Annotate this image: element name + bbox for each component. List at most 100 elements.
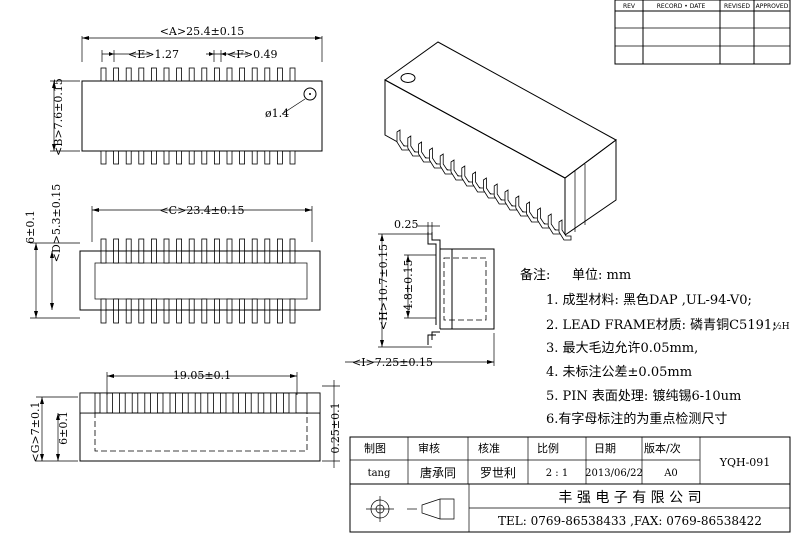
pin xyxy=(251,238,258,252)
hole-diameter-label: ø1.4 xyxy=(265,107,289,120)
pin xyxy=(150,309,157,324)
pin xyxy=(176,238,183,252)
pin xyxy=(213,309,220,324)
pad xyxy=(264,298,271,311)
tb-date-header: 日期 xyxy=(594,442,616,455)
pad xyxy=(100,298,107,311)
notes-unit: 单位: mm xyxy=(572,268,631,283)
revision-block: REV RECORD • DATE REVISED APPROVED xyxy=(614,0,791,65)
pad xyxy=(239,298,246,311)
iso-pin xyxy=(450,159,464,181)
pin xyxy=(264,67,271,82)
pad xyxy=(150,298,157,311)
pin xyxy=(225,392,234,414)
iso-pin xyxy=(504,189,518,211)
dim-c-label: <C>23.4±0.15 xyxy=(159,204,244,217)
pad xyxy=(163,298,170,311)
pin xyxy=(100,238,107,252)
pad xyxy=(176,250,183,264)
pin xyxy=(100,67,107,82)
pin xyxy=(201,238,208,252)
pad xyxy=(201,298,208,311)
pin xyxy=(239,309,246,324)
pad xyxy=(113,250,119,264)
dim-a-label: <A>25.4±0.15 xyxy=(160,25,245,38)
dim-b-label: <B>7.6±0.15 xyxy=(52,78,65,156)
pin xyxy=(150,238,157,252)
note-4: 4. 未标注公差±0.05mm xyxy=(546,365,692,380)
note-1: 1. 成型材料: 黑色DAP ,UL-94-V0; xyxy=(546,292,752,308)
pad xyxy=(100,250,107,264)
iso-top-face xyxy=(384,41,617,179)
pin xyxy=(138,67,145,82)
iso-pins xyxy=(396,129,572,241)
pin xyxy=(163,150,170,165)
pad xyxy=(201,250,208,264)
pad xyxy=(138,250,145,264)
tb-date-value: 2013/06/22 xyxy=(585,468,643,479)
pin xyxy=(289,309,296,324)
rev-header: REV xyxy=(623,3,636,10)
pad xyxy=(213,298,220,311)
pin xyxy=(263,392,272,414)
pin xyxy=(176,67,183,82)
pad xyxy=(239,250,246,264)
pin xyxy=(251,67,258,82)
pin xyxy=(226,150,233,165)
side-view-body xyxy=(79,392,321,462)
isometric-view xyxy=(384,41,617,241)
pin xyxy=(163,238,170,252)
record-date-header: RECORD • DATE xyxy=(657,3,706,10)
note-6: 6.有字母标注的为重点检测尺寸 xyxy=(546,411,727,427)
tb-drawn-value: tang xyxy=(368,468,391,479)
iso-pin xyxy=(515,195,529,217)
pin xyxy=(138,238,145,252)
iso-pin xyxy=(461,165,475,187)
pad xyxy=(113,298,119,311)
pad xyxy=(125,250,132,264)
tb-version-header: 版本/次 xyxy=(644,441,681,455)
pad xyxy=(188,298,195,311)
pin xyxy=(275,392,284,414)
pad xyxy=(138,298,145,311)
pin xyxy=(113,309,119,324)
iso-pin xyxy=(483,177,496,199)
lead-profile-view: 0.25 <H>10.7±0.15 4.8±0.15 <I>7.25±0.15 xyxy=(345,218,495,369)
pin xyxy=(264,150,271,165)
dim-i-label: <I>7.25±0.15 xyxy=(352,356,433,369)
approved-header: APPROVED xyxy=(756,3,789,10)
tb-contact: TEL: 0769-86538433 ,FAX: 0769-86538422 xyxy=(498,514,762,528)
pad xyxy=(276,298,283,311)
pad xyxy=(226,298,233,311)
pin xyxy=(213,238,220,252)
pin xyxy=(226,67,233,82)
title-block: 制图 审核 核准 比例 日期 版本/次 tang 唐承同 罗世利 2 : 1 2… xyxy=(349,436,791,533)
side-pins xyxy=(79,392,321,414)
note-3: 3. 最大毛边允许0.05mm, xyxy=(546,340,698,356)
pad xyxy=(125,298,132,311)
pin xyxy=(112,392,120,414)
iso-pin xyxy=(526,201,539,223)
note-2: 2. LEAD FRAME材质: 磷青铜C5191; xyxy=(546,318,777,333)
pin xyxy=(100,309,107,324)
pin xyxy=(138,150,145,165)
pin xyxy=(213,150,220,165)
pin1-marker-circle xyxy=(303,87,317,101)
iso-pin xyxy=(558,219,572,241)
pin xyxy=(124,392,133,414)
iso-pin xyxy=(407,135,421,157)
side-end-block xyxy=(79,392,96,414)
pin xyxy=(200,392,209,414)
tb-drawn-header: 制图 xyxy=(364,442,386,455)
iso-pin xyxy=(493,183,507,205)
pad xyxy=(289,298,296,311)
pin xyxy=(188,238,195,252)
pin xyxy=(187,392,196,414)
pin xyxy=(226,238,233,252)
pin xyxy=(125,67,132,82)
bottom-pins-upper xyxy=(100,238,296,264)
dim-thickness-label: 0.25±0.1 xyxy=(329,402,342,453)
pad xyxy=(251,298,258,311)
iso-pin xyxy=(418,141,431,163)
pin xyxy=(175,392,184,414)
